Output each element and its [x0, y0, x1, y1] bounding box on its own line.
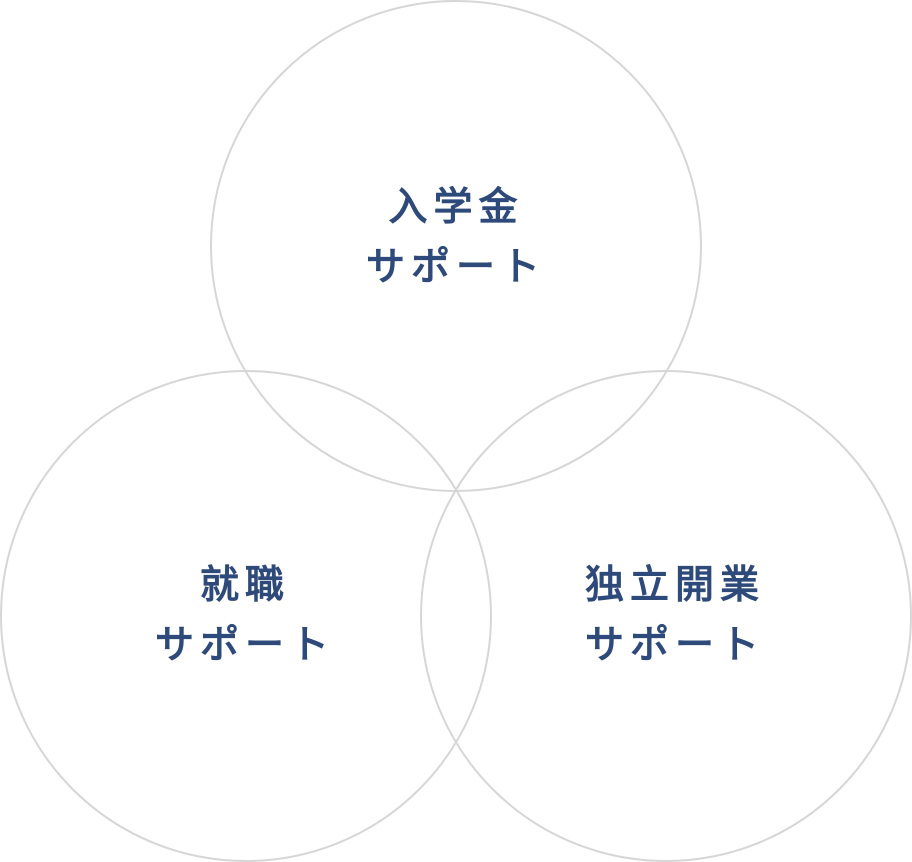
circle-employment-support — [0, 370, 492, 862]
label-employment-line1: 就職 — [199, 563, 290, 608]
label-entrance-support: 入学金 サポート — [300, 178, 612, 298]
circle-independence-support — [420, 370, 912, 862]
label-independence-support: 独立開業 サポート — [520, 556, 830, 676]
label-entrance-line2: サポート — [365, 245, 546, 290]
label-employment-line2: サポート — [154, 623, 335, 668]
label-independence-line2: サポート — [584, 623, 765, 668]
label-independence-line1: 独立開業 — [584, 563, 765, 608]
label-entrance-line1: 入学金 — [388, 185, 524, 230]
label-employment-support: 就職 サポート — [90, 556, 400, 676]
